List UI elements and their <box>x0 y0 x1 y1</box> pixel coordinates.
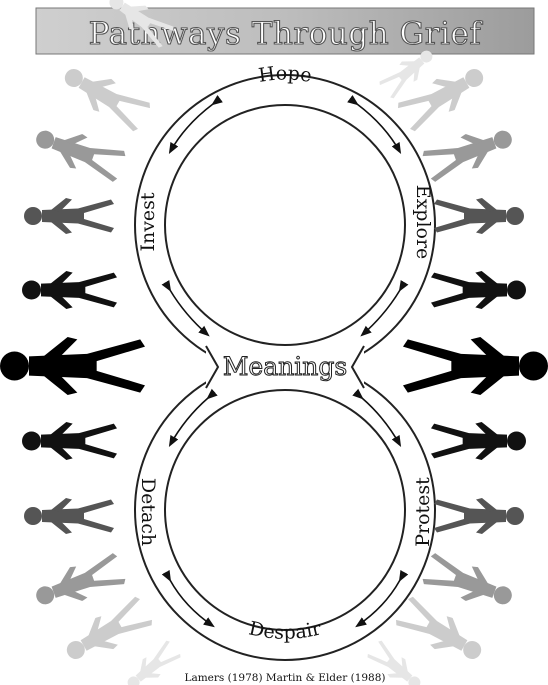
upper-outer-ring <box>134 74 436 376</box>
arrow-explore-meanings <box>360 280 409 337</box>
upper-inner-ring <box>164 104 406 346</box>
person-icon <box>431 271 526 309</box>
arrow-meanings-protest <box>352 388 402 447</box>
stage-invest: Invest <box>137 192 159 251</box>
person-icon <box>24 498 114 534</box>
center-label: Meanings <box>223 352 347 381</box>
person-icon <box>420 119 518 185</box>
stage-protest: Protest <box>412 477 434 547</box>
person-icon <box>59 593 155 671</box>
person-icon <box>22 422 117 460</box>
person-icon <box>434 498 524 534</box>
arrow-meanings-detach <box>168 388 218 447</box>
arrow-invest-meanings <box>161 280 210 337</box>
person-icon <box>0 337 145 395</box>
arrow-detach-despair <box>161 569 215 628</box>
stage-detach: Detach <box>137 478 159 546</box>
stage-hope: Hope <box>257 62 313 86</box>
center-left-joins <box>205 345 220 389</box>
person-icon <box>403 337 548 395</box>
center-plate <box>206 346 364 388</box>
stage-explore: Explore <box>412 185 434 260</box>
person-icon <box>121 638 183 685</box>
title-banner: Pathways Through Grief <box>35 7 535 55</box>
arrow-hope-invest <box>168 95 223 154</box>
stage-despair: Despair <box>247 617 324 644</box>
person-icon <box>24 198 114 234</box>
arrow-hope-explore <box>347 95 402 154</box>
lower-outer-ring <box>134 359 436 661</box>
person-icon <box>434 198 524 234</box>
center-right-joins <box>350 345 365 389</box>
person-icon <box>431 422 526 460</box>
arrow-protest-despair <box>355 569 409 628</box>
person-icon <box>30 119 128 185</box>
person-icon <box>420 550 518 616</box>
person-icon <box>30 550 128 616</box>
person-icon <box>22 271 117 309</box>
credit-line: Lamers (1978) Martin & Elder (1988) <box>184 672 385 684</box>
left-figures <box>0 0 183 685</box>
person-icon <box>57 57 153 135</box>
person-icon <box>393 593 489 671</box>
arrows <box>161 95 409 628</box>
lower-inner-ring <box>164 389 406 631</box>
